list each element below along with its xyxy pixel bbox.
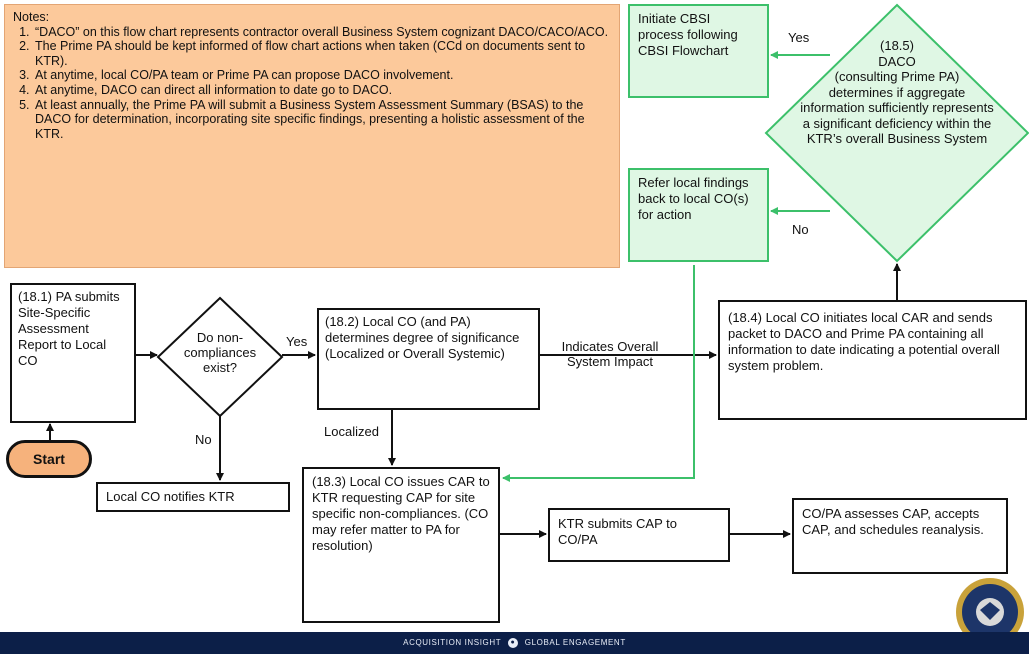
localized-label: Localized bbox=[324, 424, 379, 439]
notes-list: “DACO” on this flow chart represents con… bbox=[13, 25, 611, 142]
local-co-car-box: (18.4) Local CO initiates local CAR and … bbox=[718, 300, 1027, 420]
note-item: At anytime, DACO can direct all informat… bbox=[33, 83, 611, 98]
decision-label: Do non-compliances exist? bbox=[183, 330, 257, 375]
issues-car-box: (18.3) Local CO issues CAR to KTR reques… bbox=[302, 467, 500, 623]
yes-label: Yes bbox=[286, 334, 308, 349]
local-co-significance-box: (18.2) Local CO (and PA) determines degr… bbox=[317, 308, 540, 410]
notes-title: Notes: bbox=[13, 10, 50, 24]
footer-right-text: GLOBAL ENGAGEMENT bbox=[524, 638, 626, 647]
assesses-cap-box: CO/PA assesses CAP, accepts CAP, and sch… bbox=[792, 498, 1008, 574]
daco-decision-label: (18.5) DACO (consulting Prime PA) determ… bbox=[800, 38, 994, 146]
note-item: At least annually, the Prime PA will sub… bbox=[33, 98, 611, 142]
cbsi-box: Initiate CBSI process following CBSI Flo… bbox=[628, 4, 769, 98]
yes-label-daco: Yes bbox=[788, 30, 810, 45]
notes-panel: Notes: “DACO” on this flow chart represe… bbox=[4, 4, 620, 268]
agency-seal-icon bbox=[956, 578, 1024, 646]
note-item: “DACO” on this flow chart represents con… bbox=[33, 25, 611, 40]
note-item: The Prime PA should be kept informed of … bbox=[33, 39, 611, 68]
no-label: No bbox=[195, 432, 212, 447]
footer-bar: ACQUISITION INSIGHT ● GLOBAL ENGAGEMENT bbox=[0, 632, 1029, 654]
overall-impact-label: Indicates Overall System Impact bbox=[561, 339, 659, 369]
refer-back-box: Refer local findings back to local CO(s)… bbox=[628, 168, 769, 262]
notifies-ktr-box: Local CO notifies KTR bbox=[96, 482, 290, 512]
ktr-submits-box: KTR submits CAP to CO/PA bbox=[548, 508, 730, 562]
globe-icon: ● bbox=[507, 637, 518, 648]
pa-submits-box: (18.1) PA submits Site-Specific Assessme… bbox=[10, 283, 136, 423]
footer-left-text: ACQUISITION INSIGHT bbox=[403, 638, 502, 647]
daco-decision-diamond bbox=[764, 3, 1029, 263]
start-terminal: Start bbox=[6, 440, 92, 478]
note-item: At anytime, local CO/PA team or Prime PA… bbox=[33, 68, 611, 83]
no-label-daco: No bbox=[792, 222, 809, 237]
